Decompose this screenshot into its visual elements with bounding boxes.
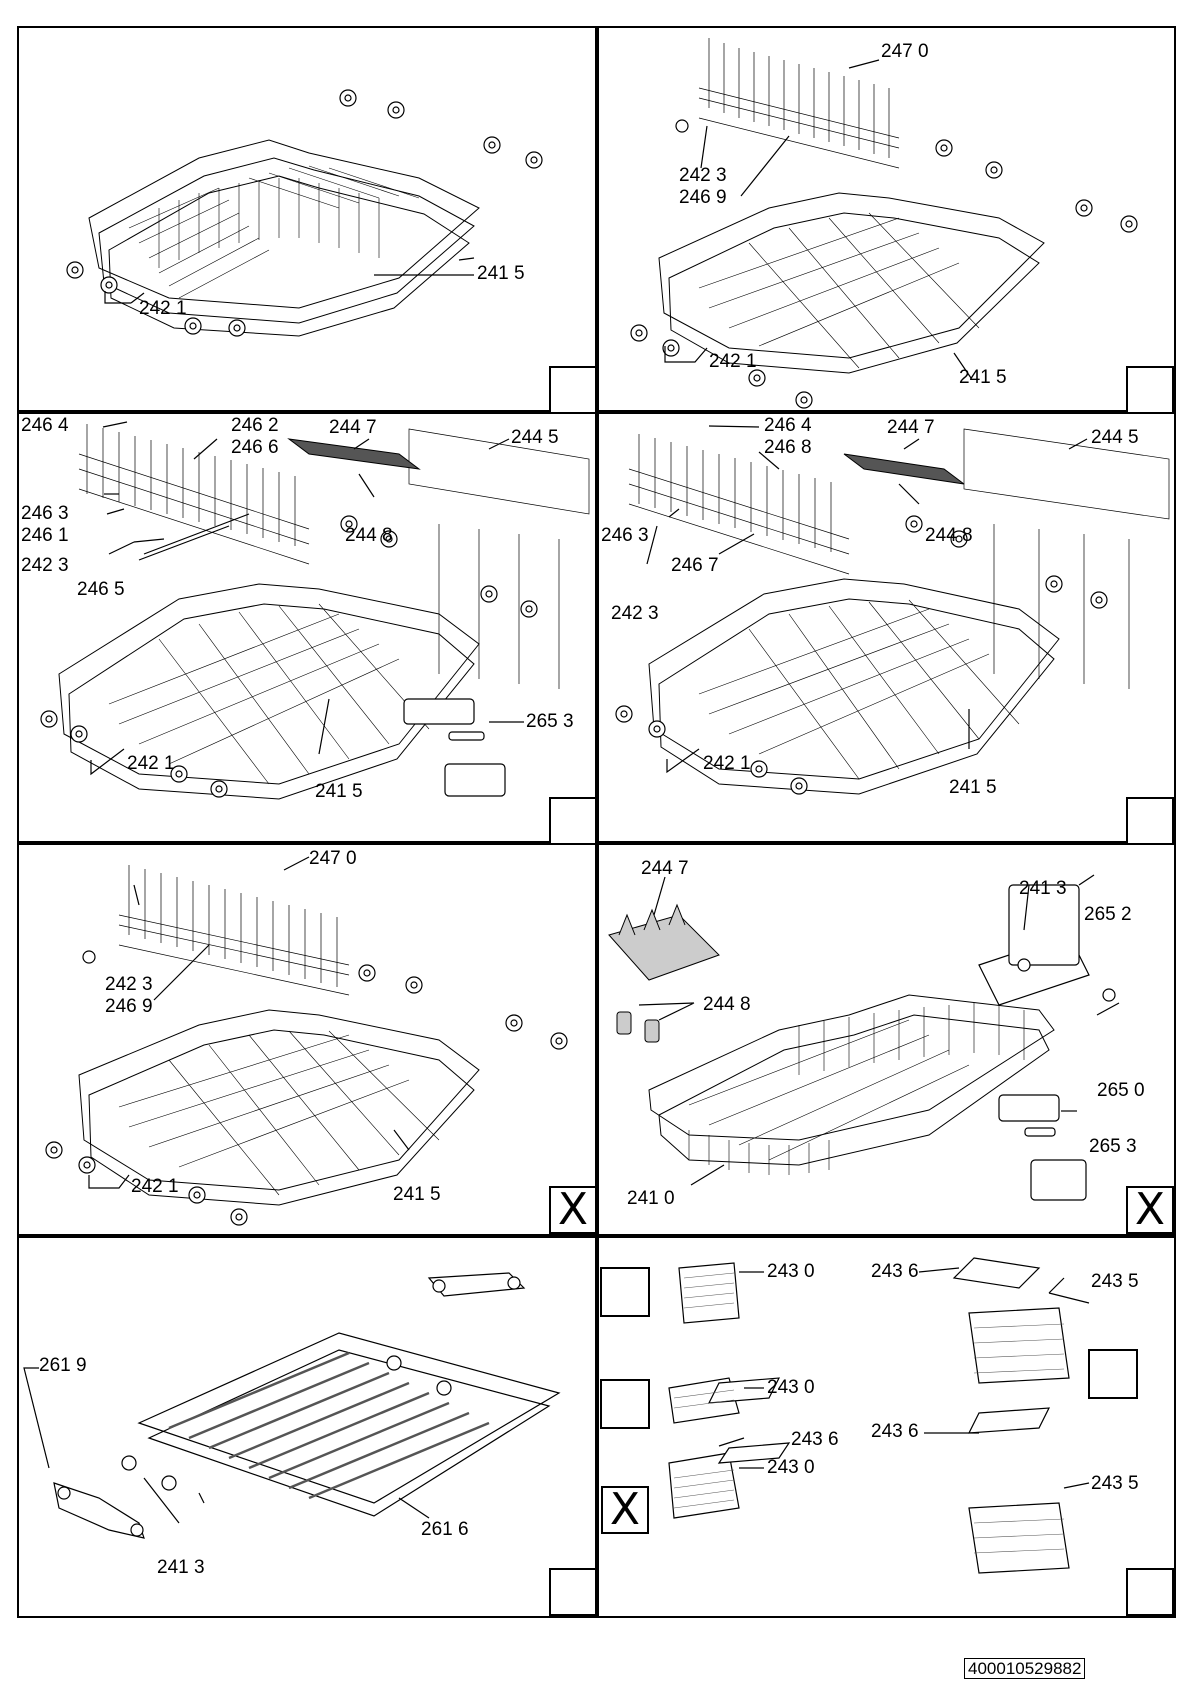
part-label: 243 6 (791, 1429, 839, 1450)
panel-upper-basket-5: 247 0 242 3 246 9 242 1 241 5 X (17, 843, 597, 1236)
part-label: 244 7 (641, 858, 689, 879)
panel-marker-box (549, 366, 597, 414)
part-label: 247 0 (309, 848, 357, 869)
part-label: 261 6 (421, 1519, 469, 1540)
part-label: 246 6 (231, 437, 279, 458)
upper-basket-with-rack-drawing (630, 38, 1138, 409)
part-label: 246 3 (601, 525, 649, 546)
part-label: 246 1 (21, 525, 69, 546)
panel-cutlery-baskets: 243 0 243 6 243 5 243 0 243 6 243 6 243 … (597, 1236, 1176, 1618)
panel-marker-box (549, 797, 597, 845)
part-label: 246 4 (764, 415, 812, 436)
part-label: 246 4 (21, 415, 69, 436)
panel-upper-basket-3: 246 4 246 2 246 6 244 7 244 5 246 3 246 … (17, 412, 597, 845)
upper-basket-with-rack-drawing-2 (45, 856, 568, 1226)
part-label: 241 3 (157, 1557, 205, 1578)
part-label: 246 3 (21, 503, 69, 524)
part-label: 241 5 (959, 367, 1007, 388)
panel-upper-basket-4: 246 4 246 8 244 7 244 5 246 3 244 8 246 … (597, 412, 1176, 845)
part-label: 246 5 (77, 579, 125, 600)
part-label: 241 5 (477, 263, 525, 284)
panel-lower-basket: 244 7 241 3 265 2 244 8 265 0 265 3 241 … (597, 843, 1176, 1236)
panel-marker-box: X (1126, 1186, 1174, 1234)
part-label: 243 0 (767, 1261, 815, 1282)
panel-marker-box: X (601, 1486, 649, 1534)
part-label: 246 9 (679, 187, 727, 208)
part-label: 265 3 (526, 711, 574, 732)
part-label: 243 5 (1091, 1271, 1139, 1292)
cutlery-baskets-drawing (600, 1257, 1138, 1574)
panel-marker-box (549, 1568, 597, 1616)
part-label: 242 1 (709, 351, 757, 372)
part-label: 242 3 (105, 974, 153, 995)
panel-marker-box: X (549, 1186, 597, 1234)
part-label: 247 0 (881, 41, 929, 62)
part-label: 244 8 (925, 525, 973, 546)
leader-lines (374, 274, 474, 276)
lower-basket-drawing (608, 874, 1120, 1201)
part-label: 265 0 (1097, 1080, 1145, 1101)
part-label: 244 5 (511, 427, 559, 448)
cutlery-tray-drawing (23, 1272, 561, 1539)
part-label: 241 5 (315, 781, 363, 802)
part-label: 244 7 (329, 417, 377, 438)
part-label: 242 3 (611, 603, 659, 624)
upper-basket-exploded-drawing-2 (615, 425, 1170, 795)
part-label: 246 9 (105, 996, 153, 1017)
part-label: 242 3 (21, 555, 69, 576)
part-label: 265 2 (1084, 904, 1132, 925)
part-label: 244 8 (345, 525, 393, 546)
part-label: 246 7 (671, 555, 719, 576)
part-label: 241 3 (1019, 878, 1067, 899)
part-label: 242 1 (703, 753, 751, 774)
part-label: 243 0 (767, 1457, 815, 1478)
part-label: 242 1 (139, 298, 187, 319)
panel-cutlery-tray: 261 9 261 6 241 3 (17, 1236, 597, 1618)
part-label: 244 7 (887, 417, 935, 438)
part-label: 241 0 (627, 1188, 675, 1209)
part-label: 241 5 (949, 777, 997, 798)
part-label: 243 6 (871, 1261, 919, 1282)
part-label: 243 6 (871, 1421, 919, 1442)
part-label: 261 9 (39, 1355, 87, 1376)
part-label: 246 8 (764, 437, 812, 458)
part-label: 265 3 (1089, 1136, 1137, 1157)
panel-marker-box (1126, 797, 1174, 845)
panel-empty-box (1126, 1568, 1174, 1616)
part-label: 242 1 (131, 1176, 179, 1197)
part-label: 242 1 (127, 753, 175, 774)
panel-upper-basket-1: 241 5 242 1 (17, 26, 597, 414)
part-label: 241 5 (393, 1184, 441, 1205)
upper-basket-drawing (66, 89, 543, 337)
part-label: 244 5 (1091, 427, 1139, 448)
part-label: 243 5 (1091, 1473, 1139, 1494)
upper-basket-exploded-drawing (40, 421, 590, 800)
part-label: 243 0 (767, 1377, 815, 1398)
part-label: 246 2 (231, 415, 279, 436)
part-label: 244 8 (703, 994, 751, 1015)
part-label: 242 3 (679, 165, 727, 186)
panel-marker-box (1126, 366, 1174, 414)
document-number: 400010529882 (964, 1658, 1086, 1679)
panel-upper-basket-2: 247 0 242 3 246 9 242 1 241 5 (597, 26, 1176, 414)
